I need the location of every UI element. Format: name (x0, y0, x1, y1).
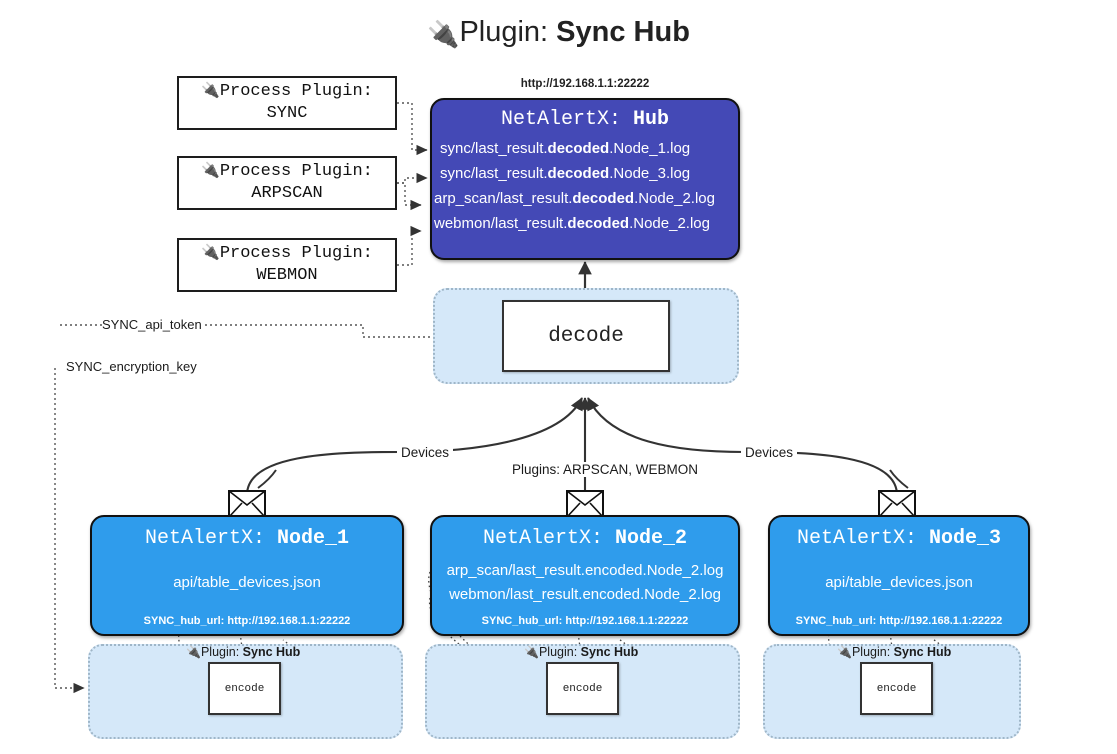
node-title: NetAlertX: Node_2 (482, 527, 688, 550)
plug-icon: 🔌 (427, 19, 460, 49)
plug-icon: 🔌 (201, 242, 220, 261)
plug-icon: 🔌 (186, 645, 201, 659)
process-plugin-line1: 🔌Process Plugin: (201, 160, 373, 181)
page-title-prefix: Plugin: (459, 16, 557, 48)
plug-icon: 🔌 (201, 80, 220, 99)
node-lines: api/table_devices.json (770, 550, 1028, 615)
devices-label-right: Devices (741, 445, 798, 460)
encode-box-node-3[interactable]: encode (860, 662, 933, 715)
hub-log-line: arp_scan/last_result.decoded.Node_2.log (434, 189, 715, 207)
node-line: api/table_devices.json (825, 573, 973, 591)
node-line: webmon/last_result.encoded.Node_2.log (449, 585, 721, 603)
node-2-box[interactable]: NetAlertX: Node_2 arp_scan/last_result.e… (430, 515, 740, 636)
hub-node[interactable]: NetAlertX: Hub sync/last_result.decoded.… (430, 98, 740, 260)
sync-encryption-key-label: SYNC_encryption_key (66, 359, 197, 374)
decode-box[interactable]: decode (502, 300, 670, 372)
node-lines: api/table_devices.json (92, 550, 402, 615)
encode-zone-label-node-3: 🔌Plugin: Sync Hub (837, 645, 952, 659)
encode-zone-label-node-1: 🔌Plugin: Sync Hub (186, 645, 301, 659)
node-lines: arp_scan/last_result.encoded.Node_2.log … (432, 550, 738, 615)
plug-icon: 🔌 (837, 645, 852, 659)
sync-api-token-label: SYNC_api_token (102, 317, 202, 332)
node-line: arp_scan/last_result.encoded.Node_2.log (446, 561, 724, 579)
node-hub-url: SYNC_hub_url: http://192.168.1.1:22222 (481, 615, 689, 627)
process-plugin-line1: 🔌Process Plugin: (201, 242, 373, 263)
process-plugin-line2: ARPSCAN (251, 184, 323, 203)
encode-zone-label-node-2: 🔌Plugin: Sync Hub (524, 645, 639, 659)
envelope-icon-node-1 (228, 490, 266, 518)
encode-box-node-2[interactable]: encode (546, 662, 619, 715)
process-plugin-arpscan[interactable]: 🔌Process Plugin: ARPSCAN (177, 156, 397, 210)
hub-url-label: http://192.168.1.1:22222 (520, 78, 650, 90)
page-title-name: Sync Hub (556, 16, 690, 48)
plug-icon: 🔌 (201, 160, 220, 179)
hub-log-line: sync/last_result.decoded.Node_3.log (440, 164, 691, 182)
node-title: NetAlertX: Node_3 (796, 527, 1002, 550)
hub-log-line: webmon/last_result.decoded.Node_2.log (434, 214, 710, 232)
hub-title: NetAlertX: Hub (500, 108, 670, 131)
envelope-icon-node-2 (566, 490, 604, 518)
node-3-box[interactable]: NetAlertX: Node_3 api/table_devices.json… (768, 515, 1030, 636)
devices-label-left: Devices (397, 445, 454, 460)
node-1-box[interactable]: NetAlertX: Node_1 api/table_devices.json… (90, 515, 404, 636)
plug-icon: 🔌 (524, 645, 539, 659)
node-line: api/table_devices.json (173, 573, 321, 591)
process-plugin-webmon[interactable]: 🔌Process Plugin: WEBMON (177, 238, 397, 292)
process-plugin-line2: WEBMON (256, 266, 318, 285)
encode-box-node-1[interactable]: encode (208, 662, 281, 715)
process-plugin-line2: SYNC (266, 104, 308, 123)
plugins-label-center: Plugins: ARPSCAN, WEBMON (508, 462, 703, 477)
node-hub-url: SYNC_hub_url: http://192.168.1.1:22222 (143, 615, 351, 627)
envelope-icon-node-3 (878, 490, 916, 518)
process-plugin-sync[interactable]: 🔌Process Plugin: SYNC (177, 76, 397, 130)
node-hub-url: SYNC_hub_url: http://192.168.1.1:22222 (795, 615, 1003, 627)
hub-log-line: sync/last_result.decoded.Node_1.log (440, 140, 691, 157)
process-plugin-line1: 🔌Process Plugin: (201, 80, 373, 101)
node-title: NetAlertX: Node_1 (144, 527, 350, 550)
page-title: 🔌Plugin: Sync Hub (0, 16, 1117, 50)
